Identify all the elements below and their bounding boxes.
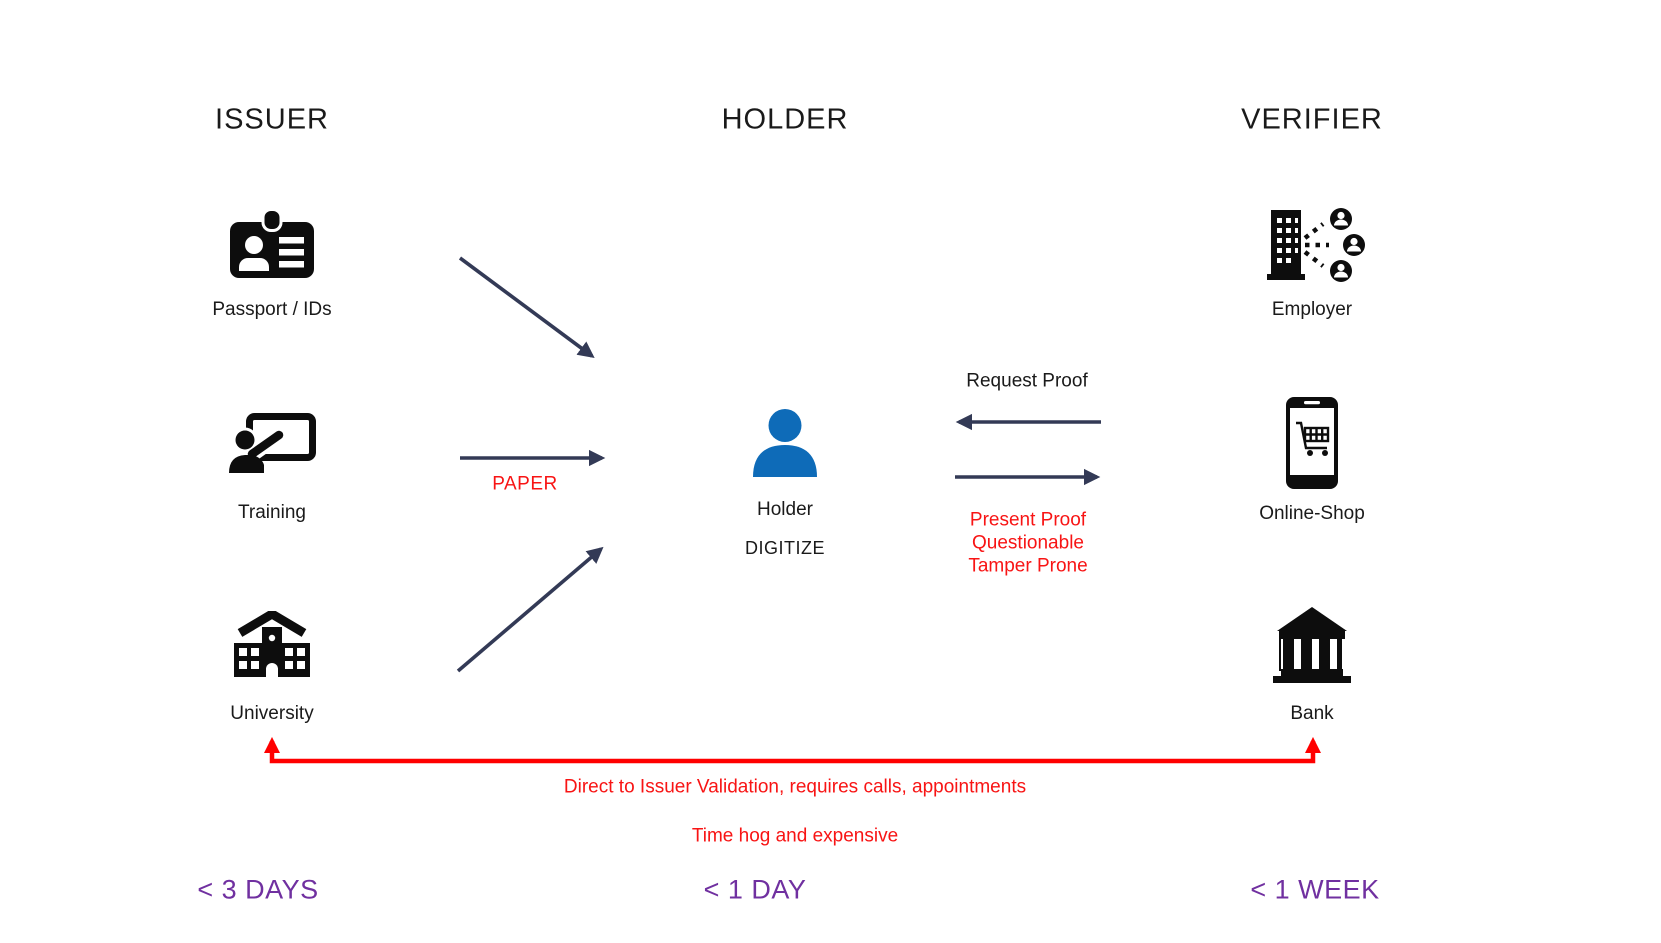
id-card-icon: [230, 208, 314, 278]
arrow-passport-to-holder: [458, 256, 595, 358]
verifier-column-header: VERIFIER: [1241, 103, 1383, 136]
verifier-time-label: < 1 WEEK: [1250, 874, 1380, 905]
holder-label: Holder: [757, 499, 813, 520]
online-shop-icon: [1286, 397, 1338, 489]
issuer-node-passport: Passport / IDs: [162, 208, 382, 321]
training-icon: [229, 413, 316, 473]
verifier-node-bank: Bank: [1202, 607, 1422, 725]
verifier-item-label: Bank: [1290, 703, 1334, 724]
verifier-item-label: Employer: [1271, 299, 1353, 320]
paper-label: PAPER: [492, 473, 558, 495]
request-proof-label: Request Proof: [966, 370, 1088, 392]
arrow-direct-issuer-validation: [263, 736, 1322, 764]
present-proof-label: Present Proof Questionable Tamper Prone: [968, 509, 1087, 578]
present-proof-line3: Tamper Prone: [968, 555, 1088, 577]
present-proof-line2: Questionable: [972, 532, 1084, 554]
arrow-university-to-holder: [456, 546, 604, 673]
verifier-item-label: Online-Shop: [1259, 503, 1365, 524]
holder-node: Holder DIGITIZE: [675, 409, 895, 559]
validation-note-line1: Direct to Issuer Validation, requires ca…: [563, 776, 1027, 798]
validation-note-line2: Time hog and expensive: [691, 825, 899, 847]
issuer-item-label: Passport / IDs: [212, 299, 332, 320]
present-proof-line1: Present Proof: [969, 509, 1087, 531]
university-icon: [234, 611, 310, 677]
verifier-node-employer: Employer: [1202, 206, 1422, 321]
issuer-node-training: Training: [162, 413, 382, 524]
issuer-item-label: Training: [238, 502, 306, 523]
holder-time-label: < 1 DAY: [703, 874, 807, 905]
issuer-item-label: University: [230, 703, 314, 724]
issuer-time-label: < 3 DAYS: [197, 874, 319, 905]
bank-icon: [1273, 607, 1351, 683]
issuer-node-university: University: [162, 611, 382, 725]
employer-network-icon: [1267, 208, 1365, 282]
digitize-label: DIGITIZE: [745, 538, 825, 558]
issuer-column-header: ISSUER: [215, 103, 329, 136]
verifier-node-onlineshop: Online-Shop: [1202, 397, 1422, 525]
holder-column-header: HOLDER: [721, 103, 849, 136]
person-icon: [753, 409, 817, 477]
